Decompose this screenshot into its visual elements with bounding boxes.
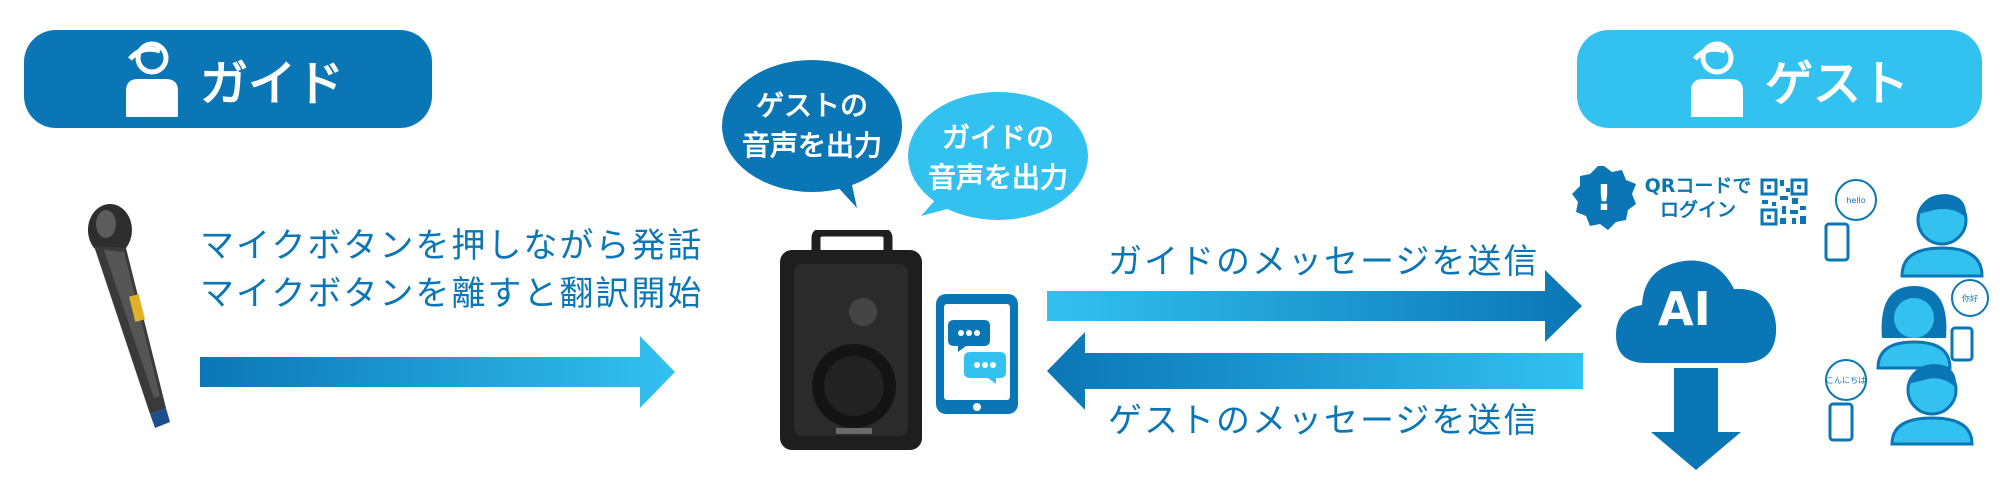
guest-role-label: ゲスト: [1765, 56, 1910, 112]
guest-people-graphic: hello 你好 こんにちは: [1824, 179, 1989, 446]
guide-to-guest-arrow: [1047, 270, 1582, 342]
guest-to-guide-arrow: [1047, 332, 1583, 410]
guide-person-icon: [126, 41, 178, 117]
guide-audio-bubble-shape: [908, 92, 1088, 220]
guide-role-label: ガイド: [200, 56, 345, 112]
guest-audio-line2: 音声を出力: [741, 129, 882, 162]
guide-to-guest-label: ガイドのメッセージを送信: [1108, 242, 1540, 282]
ai-cloud-icon: [1616, 260, 1777, 363]
greeting-2: 你好: [1962, 293, 1978, 303]
qr-login-line2: ログイン: [1659, 199, 1736, 221]
guide-audio-line2: 音声を出力: [927, 161, 1068, 194]
instruction-arrow: [200, 336, 675, 408]
qr-code-icon: [1760, 178, 1808, 226]
greeting-1: hello: [1846, 196, 1865, 205]
mic-instructions: マイクボタンを押しながら発話 マイクボタンを離すと翻訳開始: [200, 222, 703, 318]
down-arrow: [1651, 368, 1741, 470]
speaker-device: [780, 230, 922, 450]
qr-login-line1: QRコードで: [1644, 175, 1752, 197]
qr-login-text: QRコードで ログイン: [1638, 174, 1758, 222]
guide-role-header: ガイド: [24, 30, 432, 128]
guest-audio-bubble: ゲストの 音声を出力: [722, 86, 902, 166]
guest-audio-bubble-shape: [722, 60, 902, 208]
instruction-line-2: マイクボタンを離すと翻訳開始: [200, 274, 704, 314]
guest-audio-line1: ゲストの: [755, 89, 868, 122]
guest-person-3-icon: こんにちは: [1825, 359, 1974, 446]
greeting-3: こんにちは: [1826, 376, 1866, 385]
smartphone-icon: [936, 294, 1018, 414]
guest-person-1-icon: hello: [1824, 179, 1984, 278]
speech-bubbles-graphic: [722, 60, 1088, 220]
guest-person-icon: [1691, 41, 1743, 117]
guest-to-guide-label: ゲストのメッセージを送信: [1108, 401, 1540, 441]
ai-label: AI: [1658, 282, 1711, 336]
alert-badge-text: !: [1596, 178, 1612, 219]
guide-audio-line1: ガイドの: [941, 121, 1054, 154]
microphone-icon: [88, 204, 170, 428]
alert-badge-icon: !: [1572, 166, 1636, 230]
instruction-line-1: マイクボタンを押しながら発話: [200, 226, 704, 266]
guide-audio-bubble: ガイドの 音声を出力: [908, 118, 1088, 198]
guest-person-2-icon: 你好: [1876, 279, 1989, 370]
guest-role-header: ゲスト: [1577, 30, 1982, 128]
